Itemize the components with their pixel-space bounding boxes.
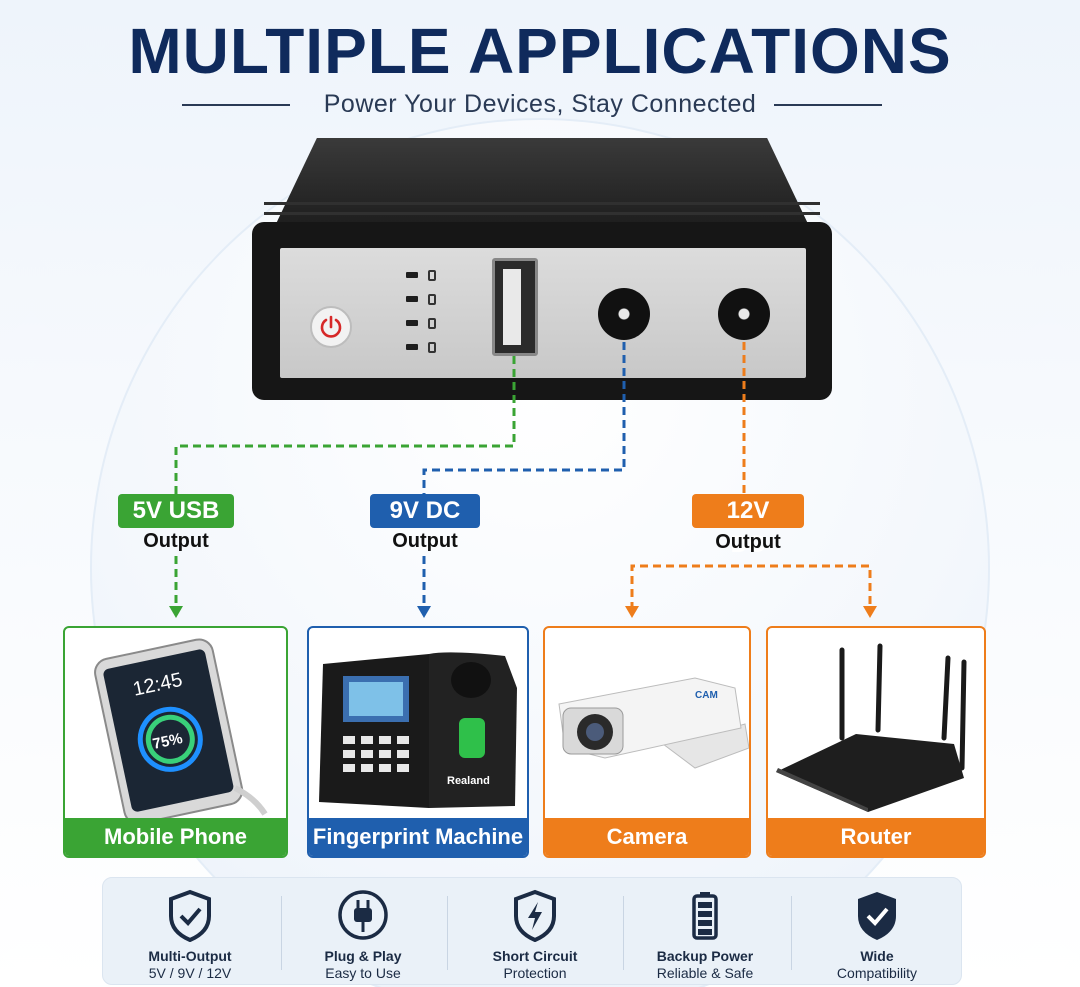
- led-indicator: [406, 344, 418, 350]
- page-title: MULTIPLE APPLICATIONS: [128, 15, 952, 87]
- battery-icon: [428, 342, 436, 353]
- feature-multi-output: Multi-Output 5V / 9V / 12V: [103, 878, 277, 986]
- output-label: Output: [143, 530, 209, 552]
- output-badge-9v-dc: 9V DC: [370, 494, 480, 528]
- feature-title: Wide: [860, 948, 894, 964]
- card-caption: Camera: [545, 818, 749, 856]
- feature-subtitle: 5V / 9V / 12V: [148, 965, 232, 981]
- feature-title: Short Circuit: [492, 948, 578, 964]
- divider: [447, 896, 448, 970]
- page-subtitle: Power Your Devices, Stay Connected: [323, 90, 757, 118]
- divider: [791, 896, 792, 970]
- feature-subtitle: Compatibility: [836, 965, 918, 981]
- shield-check-icon: [850, 888, 904, 942]
- plug-icon: [336, 888, 390, 942]
- fingerprint-machine-icon: Realand: [309, 628, 527, 818]
- card-caption: Mobile Phone: [65, 818, 286, 856]
- shield-check-icon: [163, 888, 217, 943]
- feature-subtitle: Reliable & Safe: [656, 965, 754, 981]
- usb-port: [492, 258, 538, 356]
- battery-icon: [428, 270, 436, 281]
- led-indicator: [406, 296, 418, 302]
- output-label: Output: [715, 531, 781, 553]
- feature-subtitle: Protection: [503, 965, 567, 981]
- card-camera: CAM Camera: [543, 626, 751, 858]
- shield-bolt-icon: [508, 888, 562, 943]
- card-fingerprint-machine: Realand Fingerprint Machine: [307, 626, 529, 858]
- battery-icon: [428, 294, 436, 305]
- phone-battery: 75%: [151, 730, 184, 753]
- output-label: Output: [392, 530, 458, 552]
- device-stripe: [264, 202, 820, 205]
- divider: [623, 896, 624, 970]
- card-caption: Fingerprint Machine: [309, 818, 527, 856]
- dc-port-12v: [718, 288, 770, 340]
- feature-title: Plug & Play: [324, 948, 402, 964]
- output-badge-12v-dc: 12V DC: [692, 494, 804, 558]
- power-bank-device: [252, 138, 832, 400]
- feature-plug-play: Plug & Play Easy to Use: [283, 878, 443, 986]
- power-button-icon: [310, 306, 352, 348]
- feature-wide-compatibility: Wide Compatibility: [793, 878, 961, 986]
- divider: [281, 896, 282, 970]
- device-brand: Realand: [447, 775, 490, 787]
- subtitle-rule-left: [182, 104, 290, 106]
- output-badge-5v-usb: 5V USB: [118, 494, 234, 528]
- card-router: Router: [766, 626, 986, 858]
- dc-port-9v: [598, 288, 650, 340]
- card-mobile-phone: 12:45 75% Mobile Phone: [63, 626, 288, 858]
- subtitle-row: Power Your Devices, Stay Connected: [0, 90, 1080, 120]
- features-bar: Multi-Output 5V / 9V / 12V Plug & Play E…: [102, 877, 962, 985]
- feature-title: Backup Power: [656, 948, 754, 964]
- card-caption: Router: [768, 818, 984, 856]
- router-icon: [768, 628, 984, 818]
- device-stripe: [264, 212, 820, 215]
- feature-short-circuit: Short Circuit Protection: [449, 878, 621, 986]
- camera-label: CAM: [695, 690, 718, 701]
- feature-backup-power: Backup Power Reliable & Safe: [625, 878, 785, 986]
- cctv-camera-icon: CAM: [545, 628, 749, 818]
- battery-level-leds: [406, 270, 446, 360]
- led-indicator: [406, 320, 418, 326]
- feature-title: Multi-Output: [148, 948, 232, 964]
- battery-icon: [678, 888, 732, 942]
- subtitle-rule-right: [774, 104, 882, 106]
- led-indicator: [406, 272, 418, 278]
- battery-icon: [428, 318, 436, 329]
- feature-subtitle: Easy to Use: [325, 965, 401, 981]
- smartphone-icon: 12:45 75%: [65, 628, 286, 825]
